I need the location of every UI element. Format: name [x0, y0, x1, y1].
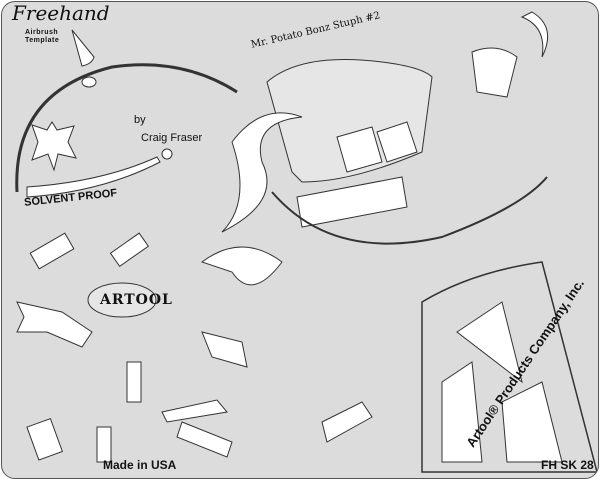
handle-cutout [176, 421, 233, 458]
blade-cutout [161, 399, 228, 423]
airbrush-template-label: Airbrush Template [25, 29, 60, 44]
cylinder-cutout [126, 361, 142, 403]
artool-logo: ARTOOL [100, 292, 173, 308]
swirl [221, 112, 303, 233]
fan-outline [421, 261, 598, 473]
by-label: by [134, 114, 146, 126]
hat-band [296, 176, 408, 228]
dot-cutout [161, 148, 173, 160]
spark-plug [29, 232, 75, 270]
made-in-usa-label: Made in USA [103, 458, 177, 472]
helmet-brim [26, 156, 161, 198]
crescent [520, 11, 549, 58]
cylinder-cutout-2 [26, 417, 64, 461]
spark-plug-2 [109, 232, 150, 268]
cards [336, 121, 418, 173]
hat-brim [271, 176, 548, 245]
drop-cutout [81, 76, 97, 88]
sku-label: FH SK 28 [541, 458, 594, 472]
fan-cards [441, 301, 563, 463]
freehand-logo: Freehand [12, 1, 110, 25]
artist-name: Craig Fraser [141, 132, 203, 144]
iron-cross-cutout [31, 121, 77, 172]
skull-graphic [471, 47, 518, 98]
bar-cutout [321, 401, 373, 443]
wrench [16, 301, 93, 348]
artool-oval [87, 282, 157, 318]
smoke-swirl [200, 246, 283, 286]
helmet-arc [15, 63, 238, 193]
spike-cutout [71, 29, 95, 67]
cylinder-cutout-3 [96, 426, 112, 463]
wrench-2 [201, 331, 248, 368]
